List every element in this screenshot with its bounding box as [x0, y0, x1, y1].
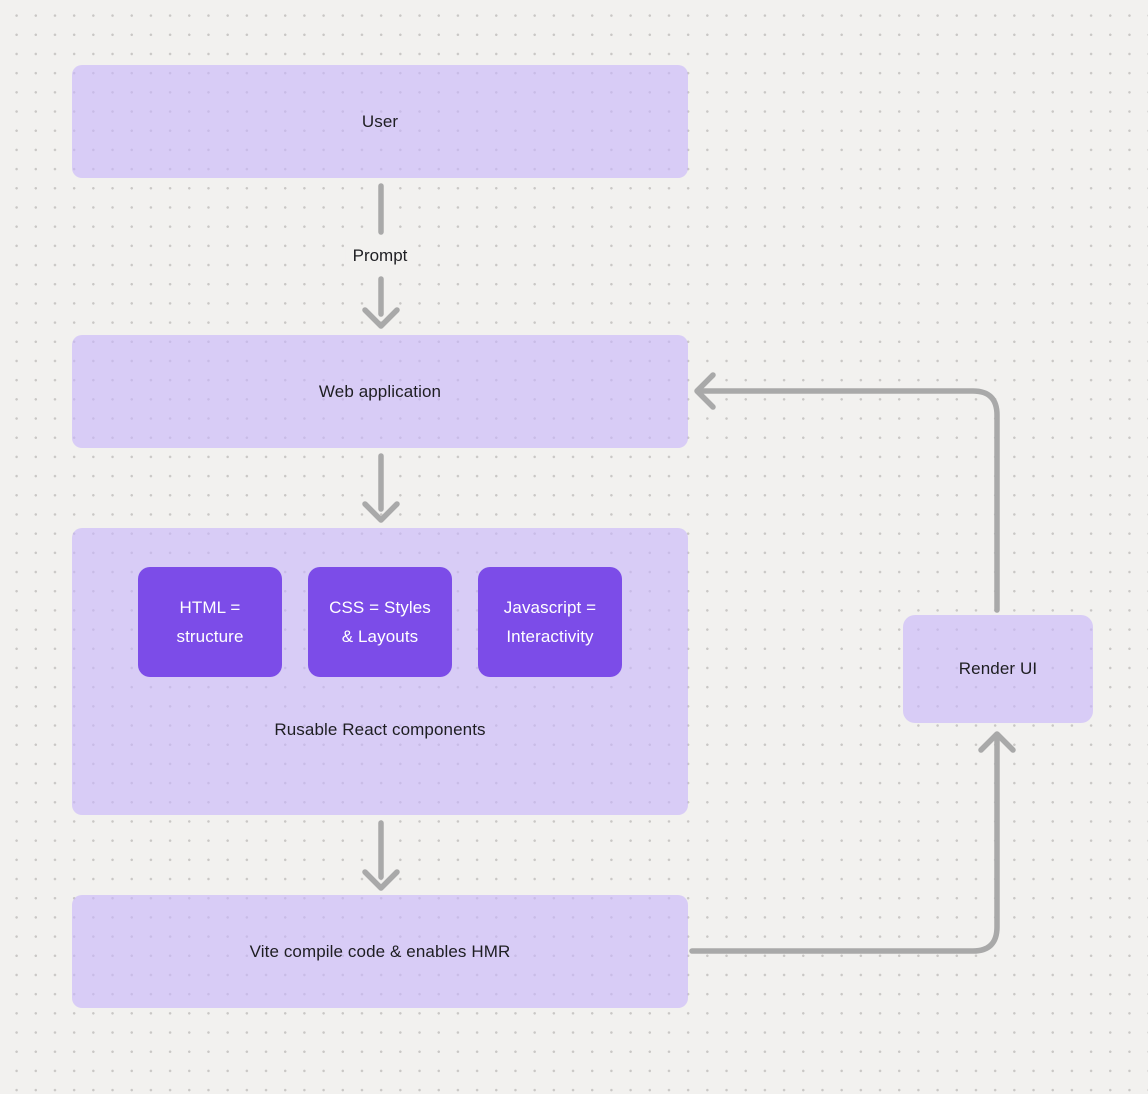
- node-html-label-line1: HTML =: [179, 598, 241, 617]
- node-vite-label: Vite compile code & enables HMR: [249, 941, 511, 961]
- node-javascript[interactable]: Javascript = Interactivity: [478, 567, 622, 677]
- node-css[interactable]: CSS = Styles & Layouts: [308, 567, 452, 677]
- arrowhead-group-to-vite: [362, 869, 400, 891]
- arrowhead-vite-to-render-ui: [978, 731, 1016, 753]
- node-render-ui-label: Render UI: [958, 659, 1038, 678]
- node-html-label-line2: structure: [176, 627, 244, 646]
- node-web-application-label: Web application: [318, 381, 442, 401]
- node-css-label-line1: CSS = Styles: [329, 598, 431, 617]
- components-group-caption: Rusable React components: [274, 720, 486, 739]
- node-vite[interactable]: Vite compile code & enables HMR: [72, 895, 688, 1008]
- node-javascript-label-line2: Interactivity: [506, 627, 594, 646]
- arrowhead-prompt-to-web: [362, 307, 400, 329]
- connector-vite-to-render-ui: [689, 737, 1000, 954]
- node-user-label: User: [361, 111, 399, 131]
- arrowhead-render-ui-to-web: [694, 372, 716, 410]
- connector-render-ui-to-web: [699, 388, 1000, 613]
- node-user[interactable]: User: [72, 65, 688, 178]
- node-web-application[interactable]: Web application: [72, 335, 688, 448]
- node-render-ui[interactable]: Render UI: [903, 615, 1093, 723]
- node-html[interactable]: HTML = structure: [138, 567, 282, 677]
- edge-label-prompt[interactable]: Prompt: [345, 244, 415, 268]
- node-components-group[interactable]: HTML = structure CSS = Styles & Layouts …: [72, 528, 688, 815]
- node-css-label-line2: & Layouts: [341, 627, 419, 646]
- node-javascript-label-line1: Javascript =: [503, 598, 597, 617]
- arrowhead-web-to-group: [362, 501, 400, 523]
